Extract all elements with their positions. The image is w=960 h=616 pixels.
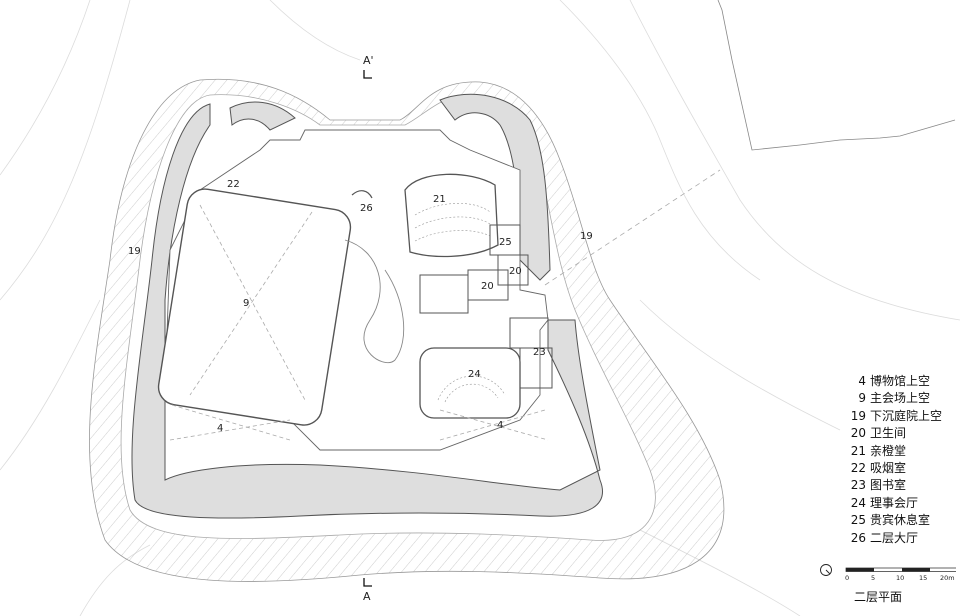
scale-tick: 15 — [919, 574, 927, 582]
floor-title: 二层平面 — [854, 590, 903, 604]
room-label: 22 — [227, 179, 240, 190]
room-label: 19 — [128, 246, 141, 257]
room-label: 20 — [481, 281, 494, 292]
room-labels: 22 26 21 25 20 20 19 19 9 23 24 4 4 — [128, 179, 593, 434]
section-label-bottom: A — [363, 590, 371, 603]
section-mark-top: A' — [363, 54, 374, 79]
shaded-wall-left-top — [229, 101, 296, 131]
site-boundary — [717, 0, 956, 151]
curved-ramp — [344, 239, 405, 364]
scale-bar: 0 5 10 15 20m — [820, 564, 956, 582]
section-label-top: A' — [363, 54, 374, 67]
room-label: 25 — [499, 237, 512, 248]
museum-void-lines — [169, 404, 549, 441]
room-label: 20 — [509, 266, 522, 277]
room-label: 24 — [468, 369, 481, 380]
room-auditorium — [404, 173, 499, 258]
north-arrow-icon — [820, 564, 832, 576]
room-label: 19 — [580, 231, 593, 242]
right-rooms — [419, 224, 553, 389]
room-label: 23 — [533, 347, 546, 358]
scale-tick: 0 — [845, 574, 849, 582]
room-label: 21 — [433, 194, 446, 205]
section-mark-bottom: A — [363, 578, 372, 603]
scale-tick: 5 — [871, 574, 875, 582]
room-label: 4 — [217, 423, 223, 434]
shaded-wall-band — [131, 103, 603, 519]
room-label: 26 — [360, 203, 373, 214]
scale-tick: 10 — [896, 574, 904, 582]
room-council-hall — [419, 347, 521, 419]
curved-wall — [351, 190, 373, 199]
room-label: 9 — [243, 298, 249, 309]
room-main-hall — [157, 188, 352, 426]
right-dashed-axis — [544, 169, 721, 286]
shaded-wall-right — [439, 93, 551, 281]
scale-tick: 20m — [940, 574, 955, 582]
room-label: 4 — [497, 420, 503, 431]
